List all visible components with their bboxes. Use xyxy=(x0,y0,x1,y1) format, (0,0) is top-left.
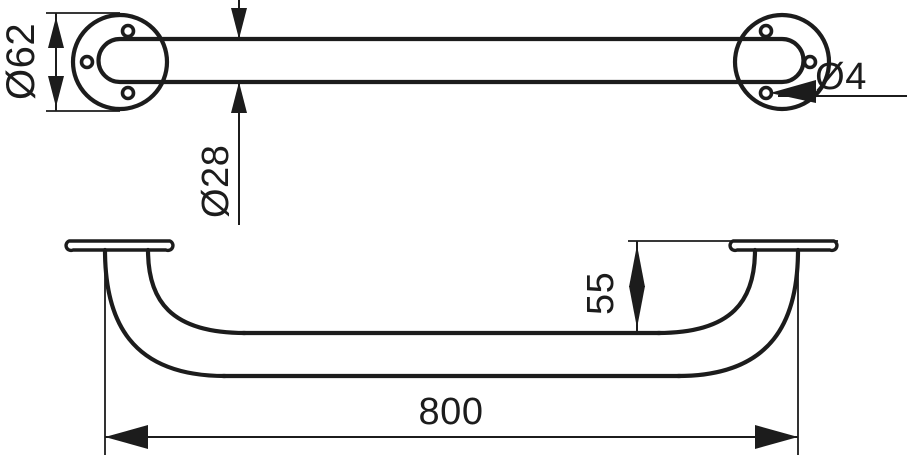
tube-body-top-view xyxy=(96,36,806,85)
left-bar-outer-curve xyxy=(102,247,228,379)
arrowhead-tube-bottom xyxy=(231,82,247,113)
arrowhead-overall-right xyxy=(755,425,798,449)
dimension-tube-diameter: Ø28 xyxy=(195,0,247,225)
arrowhead-projection-top xyxy=(629,245,645,287)
arrowhead-flange-bottom xyxy=(48,76,64,107)
label-flange-diameter: Ø62 xyxy=(0,23,43,100)
label-projection-height: 55 xyxy=(580,272,622,315)
right-bar-inner-curve xyxy=(655,247,758,336)
left-flange-plate-side-view xyxy=(64,239,175,253)
label-overall-length: 800 xyxy=(419,391,484,433)
arrowhead-flange-top xyxy=(48,17,64,48)
arrowhead-projection-bottom xyxy=(629,286,645,328)
left-bar-inner-curve xyxy=(145,247,248,336)
dimension-flange-diameter: Ø62 xyxy=(0,12,120,112)
right-flange-plate-side-view xyxy=(728,239,839,253)
right-flange-circle xyxy=(732,12,832,112)
left-flange-hole-left xyxy=(79,54,95,70)
label-tube-diameter: Ø28 xyxy=(195,145,237,218)
top-view-group xyxy=(70,12,832,112)
right-flange-hole-right xyxy=(802,54,818,70)
left-flange-circle xyxy=(70,12,170,112)
dimension-projection-height: 55 xyxy=(580,240,838,331)
dimension-overall-length: 800 xyxy=(104,252,799,455)
left-flange-hole-bottom xyxy=(120,85,136,101)
right-flange-hole-bottom xyxy=(758,85,774,101)
right-bar-outer-curve xyxy=(675,247,801,379)
arrowhead-hole-leader xyxy=(770,80,816,103)
left-flange-hole-top xyxy=(120,23,136,39)
side-view-group xyxy=(64,239,839,379)
arrowhead-overall-left xyxy=(105,425,148,449)
dimension-hole-diameter: Ø4 xyxy=(770,56,907,103)
label-hole-diameter: Ø4 xyxy=(815,56,867,98)
arrowhead-tube-top xyxy=(231,8,247,39)
right-flange-hole-top xyxy=(758,23,774,39)
